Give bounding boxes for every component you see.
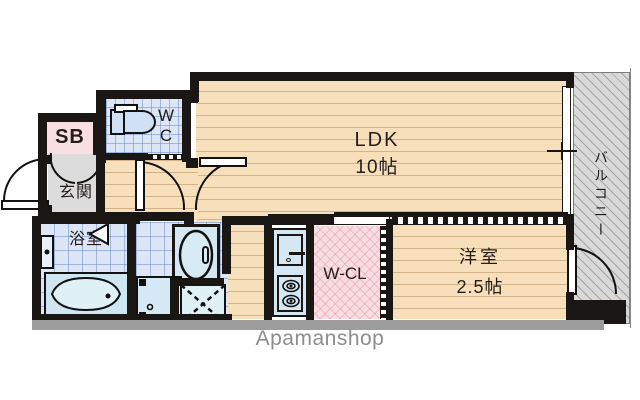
room-balcony — [573, 72, 630, 324]
room-label-sb: SB — [55, 126, 85, 148]
room-wcl — [310, 226, 380, 319]
ldk-door-arc[interactable] — [190, 157, 248, 220]
wall-wc-left — [96, 90, 106, 160]
room-label-ldk-size: 10帖 — [355, 157, 399, 178]
room-sb — [47, 120, 93, 154]
wall-hall-left — [96, 160, 105, 220]
wall-wc-bottom — [96, 153, 148, 160]
room-label-balcony: バルコニー — [593, 150, 609, 240]
base-strip — [32, 320, 604, 330]
wall-hall-bottom — [96, 212, 192, 221]
wall-washroom-mid — [170, 278, 224, 286]
kitchen-drain — [286, 258, 291, 262]
room-label-wc: W — [157, 106, 175, 125]
wall-washitsu-top-left — [268, 214, 334, 225]
wall-washitsu-top-right — [334, 212, 568, 217]
ldk-balcony-window[interactable] — [562, 86, 571, 218]
balcony-door-arc[interactable] — [567, 245, 620, 302]
wall-washroom-right — [222, 216, 231, 274]
wall-genkan-bottom — [38, 212, 104, 221]
jamb-washroom-b — [184, 212, 194, 224]
wall-washroom-lower — [170, 278, 179, 322]
hallway-floor — [104, 160, 198, 220]
wall-ldk-left-kitchen — [264, 219, 272, 320]
room-label-wcl: W-CL — [323, 264, 367, 283]
wall-washroom-bottom — [32, 314, 232, 322]
wall-wcl-right — [386, 219, 393, 320]
jamb-ldk-a — [186, 158, 198, 168]
wall-wc-right — [182, 90, 191, 160]
watermark: Apamanshop — [255, 327, 385, 350]
room-ldk — [196, 79, 568, 219]
wall-bath-left — [32, 216, 41, 322]
room-washitsu — [392, 224, 568, 319]
wall-bath-right — [127, 216, 136, 322]
bathtub-icon — [44, 272, 130, 318]
wall-ldk-right — [566, 72, 574, 88]
wall-ldk-right-2 — [566, 214, 574, 250]
wcl-upper-panel[interactable] — [330, 216, 390, 225]
kitchen-sink — [277, 234, 303, 266]
washroom-door-arc[interactable] — [135, 159, 188, 220]
room-label-washitsu-size: 2.5帖 — [456, 277, 504, 297]
stove-burners-icon — [282, 279, 300, 308]
kitchen-faucet — [289, 252, 305, 255]
room-label-washitsu: 洋室 — [459, 247, 501, 267]
room-label-genkan: 玄関 — [58, 184, 93, 201]
wall-washroom-step — [222, 216, 270, 225]
wall-genkan-door-jamb-bot — [38, 205, 52, 214]
shower-unit-icon — [40, 235, 54, 269]
window-handle-vert — [561, 142, 563, 160]
jamb-washroom-a — [130, 212, 140, 224]
bath-door-icon[interactable] — [86, 222, 110, 252]
wall-ldk-top — [196, 72, 574, 81]
balcony-outer-edge — [630, 68, 634, 328]
room-label-wc-2: C — [159, 126, 173, 145]
wall-genkan-door-jamb-top — [38, 155, 52, 164]
wall-wc-top — [96, 90, 196, 99]
vanity-sink-icon — [178, 229, 214, 281]
wall-genkan-left — [38, 113, 47, 220]
toilet-icon — [110, 104, 156, 135]
wall-ldk-left-upper — [190, 72, 199, 102]
wall-sb-top — [38, 113, 102, 122]
washitsu-sliding-door[interactable] — [392, 216, 568, 225]
room-genkan — [48, 153, 104, 219]
wall-kitchen-right — [306, 219, 314, 320]
room-label-ldk: LDK — [354, 129, 400, 151]
